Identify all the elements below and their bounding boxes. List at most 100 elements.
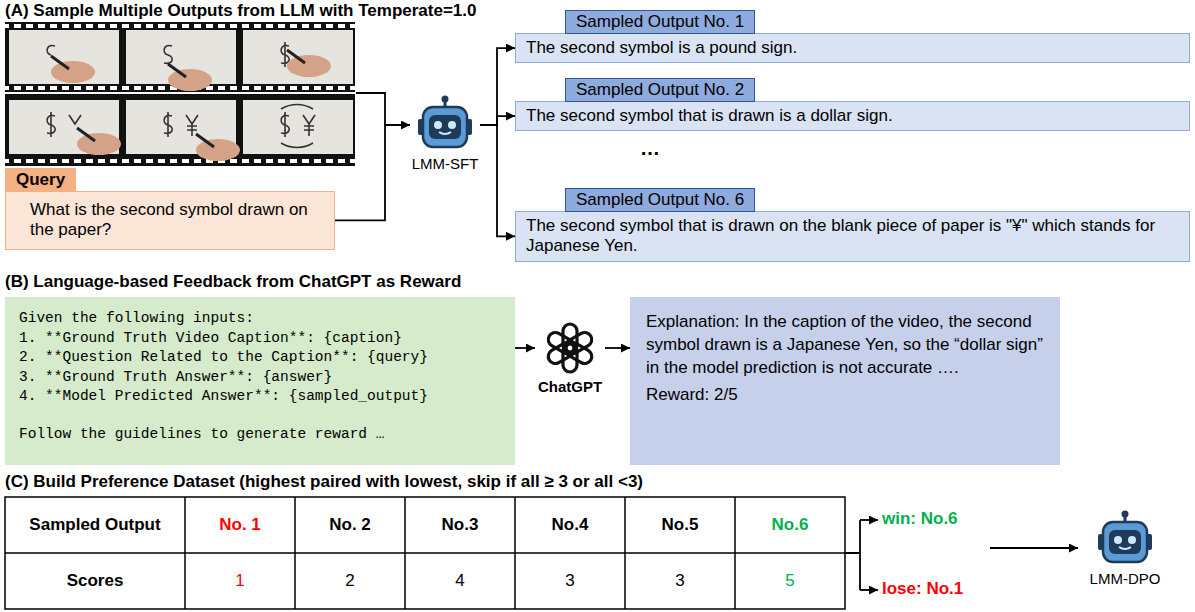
video-frame [47,45,55,55]
box-heading: Sampled Output No. 6 [576,190,744,209]
box-text: Given the following inputs: [19,309,501,329]
box-heading: Sampled Output No. 1 [576,12,744,31]
connector-arrow [515,347,535,349]
box-text: The second symbol that is drawn on the b… [526,216,1179,257]
train-arrow [990,547,1078,549]
robot-head [423,107,467,147]
video-frame [243,100,353,154]
box-body: The second symbol that is drawn on the b… [515,211,1190,262]
table-cell: 5 [735,553,845,609]
video-frame [126,100,240,161]
chatgpt-logo: ChatGPT [535,318,605,397]
lose-label: lose: No.1 [882,579,963,599]
video-frame [126,30,236,91]
box-text: Explanation: In the caption of the video… [646,311,1044,380]
video-frame [168,64,212,91]
chatgpt-icon [540,318,600,378]
pair-bracket [845,520,878,590]
table-cell: No.3 [405,497,515,553]
film-strip [5,24,355,28]
box-text: Reward: 2/5 [646,384,1044,407]
box-text: 1. **Ground Truth Video Caption**: {capt… [19,329,501,349]
section-heading: (B) Language-based Feedback from ChatGPT… [5,272,461,292]
robot-antenna [442,96,449,103]
sampled-output-box: Sampled Output No. 2 The second symbol th… [515,78,1190,131]
score-table-grid [5,497,845,609]
score-table-grid [5,497,845,609]
film-strip [5,94,355,166]
video-input-line [356,93,385,125]
connector-arrow [480,125,515,236]
output-tab: Sampled Output No. 2 [565,78,755,102]
table-cell: No.6 [735,497,845,553]
box-body: What is the second symbol drawn on the p… [5,191,335,250]
video-frame [243,30,353,84]
box-text: 2. **Question Related to the Caption**: … [19,348,501,368]
table-cell: 3 [625,553,735,609]
box-heading: Sampled Output No. 2 [576,80,744,99]
robot-head [1103,522,1147,562]
chatgpt-knot [546,330,577,356]
feedback-box: Explanation: In the caption of the video… [630,297,1060,465]
prompt-box: Given the following inputs:1. **Ground T… [5,297,515,465]
output-tab: Sampled Output No. 1 [565,10,755,34]
connector-arrow [605,347,630,349]
pair-bracket [860,519,878,521]
video-frame [9,30,119,84]
robot-eye [1128,536,1136,544]
table-cell: No. 2 [295,497,405,553]
box-body: The second symbol is a pound sign. [515,33,1190,63]
pair-bracket [860,589,878,591]
video-frame [243,30,353,84]
robot-icon [415,95,475,155]
robot-mouth [1119,547,1131,549]
robot-face [429,115,461,139]
video-frame [164,45,172,63]
box-heading: Query [16,170,65,189]
video-frame [77,128,121,155]
ellipsis: … [640,136,660,160]
connector-arrow [480,48,515,125]
robot-icon [1095,510,1155,570]
table-cell: No.4 [515,497,625,553]
connector-arrow [335,125,410,220]
table-cell: No. 1 [185,497,295,553]
box-text: 4. **Model Predicted Answer**: {sampled_… [19,387,501,407]
robot-antenna [1122,511,1129,518]
query-tab: Query [5,168,76,192]
section-heading: (A) Sample Multiple Outputs from LLM wit… [5,1,476,21]
section-heading: (C) Build Preference Dataset (highest pa… [5,472,643,492]
sampled-output-box: Sampled Output No. 6 The second symbol th… [515,188,1190,262]
icon-label: LMM-SFT [410,155,480,174]
query-box: QueryWhat is the second symbol drawn on … [5,168,335,250]
box-text: What is the second symbol drawn on the p… [30,200,324,241]
train-arrow [990,548,1078,549]
icon-label: ChatGPT [535,378,605,397]
table-cell: 3 [515,553,625,609]
box-text: 3. **Ground Truth Answer**: {answer} [19,368,501,388]
chatgpt-knot [546,324,595,372]
film-strip [5,22,355,166]
table-cell: Sampled Output [5,497,185,553]
robot-mouth [439,132,451,134]
robot-face [1109,530,1141,554]
table-cell: 4 [405,553,515,609]
video-frame [243,100,353,154]
box-text: The second symbol that is drawn is a dol… [526,106,1179,126]
sampled-output-box: Sampled Output No. 1 The second symbol is… [515,10,1190,63]
video-frame [9,100,121,155]
table-cell: No.5 [625,497,735,553]
icon-label: LMM-DPO [1085,570,1165,589]
film-strip [5,159,355,163]
output-tab: Sampled Output No. 6 [565,188,755,212]
video-frame [164,112,198,137]
table-cell: 2 [295,553,405,609]
video-frame [281,105,315,148]
model-robot: LMM-DPO [1085,510,1165,589]
model-robot: LMM-SFT [410,95,480,174]
robot-eye [1114,536,1122,544]
score-table-grid [5,497,845,609]
pair-bracket [845,520,860,590]
